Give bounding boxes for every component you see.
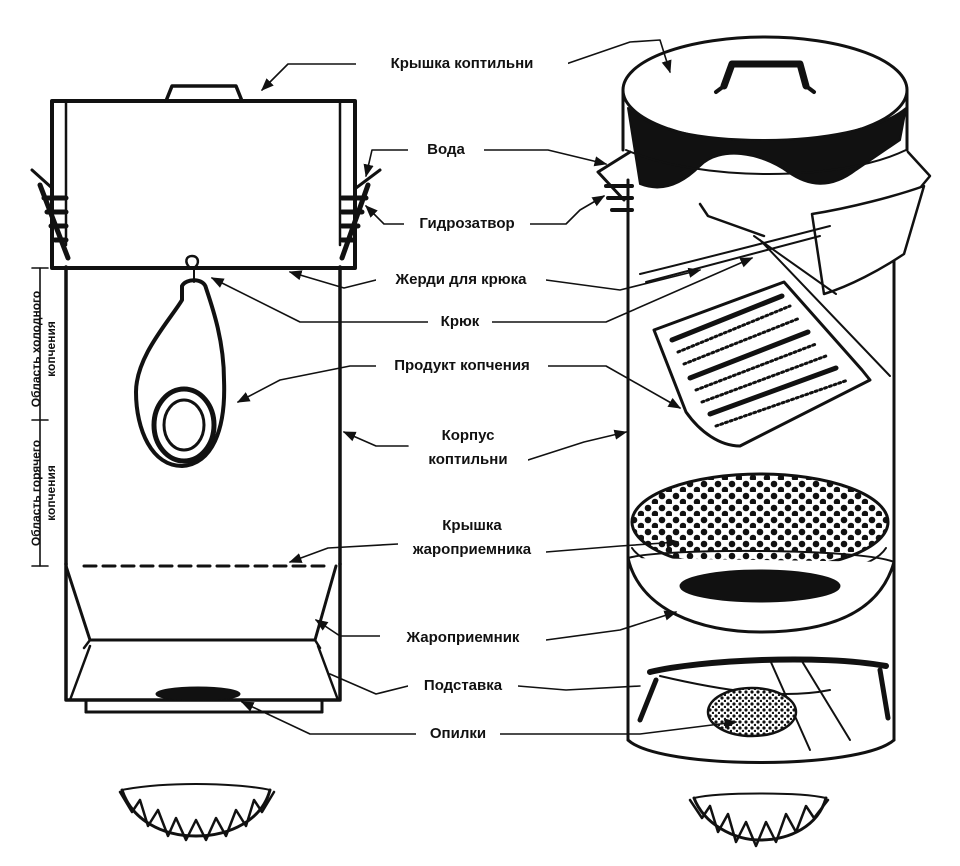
label-hook-rods: Жерди для крюка bbox=[376, 270, 546, 289]
smoker-3d-drip-tray bbox=[626, 549, 896, 634]
label-product: Продукт копчения bbox=[376, 356, 548, 375]
label-lid: Крышка коптильни bbox=[356, 54, 568, 73]
label-water-seal: Гидрозатвор bbox=[404, 214, 530, 233]
label-hook: Крюк bbox=[428, 312, 492, 331]
label-drip-lid-line1: Крышка bbox=[398, 516, 546, 535]
section-hook-product bbox=[134, 254, 227, 468]
smoker-3d-flame bbox=[688, 792, 830, 848]
label-drip-tray: Жароприемник bbox=[380, 628, 546, 647]
smoker-3d-lid bbox=[621, 35, 909, 189]
label-cold-zone: Область холодного копчения bbox=[29, 290, 58, 408]
section-drip-tray bbox=[64, 562, 342, 714]
label-water: Вода bbox=[408, 140, 484, 159]
label-body-line1: Корпус bbox=[408, 426, 528, 445]
leader-lines bbox=[210, 39, 754, 735]
section-zone-scale bbox=[31, 267, 49, 567]
smoker-3d-body bbox=[626, 178, 896, 764]
section-water-seal-right bbox=[339, 168, 382, 261]
label-sawdust: Опилки bbox=[416, 724, 500, 743]
label-drip-lid-line2: жароприемника bbox=[398, 540, 546, 559]
section-water-seal-left bbox=[30, 168, 71, 261]
label-body-line2: коптильни bbox=[408, 450, 528, 469]
section-flame bbox=[118, 783, 276, 842]
label-stand: Подставка bbox=[408, 676, 518, 695]
smoker-3d-fish-rack bbox=[639, 184, 926, 448]
label-hot-zone: Область горячего копчения bbox=[29, 439, 58, 547]
section-lid bbox=[50, 84, 357, 270]
section-body bbox=[64, 265, 342, 566]
smoker-3d-stand bbox=[637, 656, 891, 751]
